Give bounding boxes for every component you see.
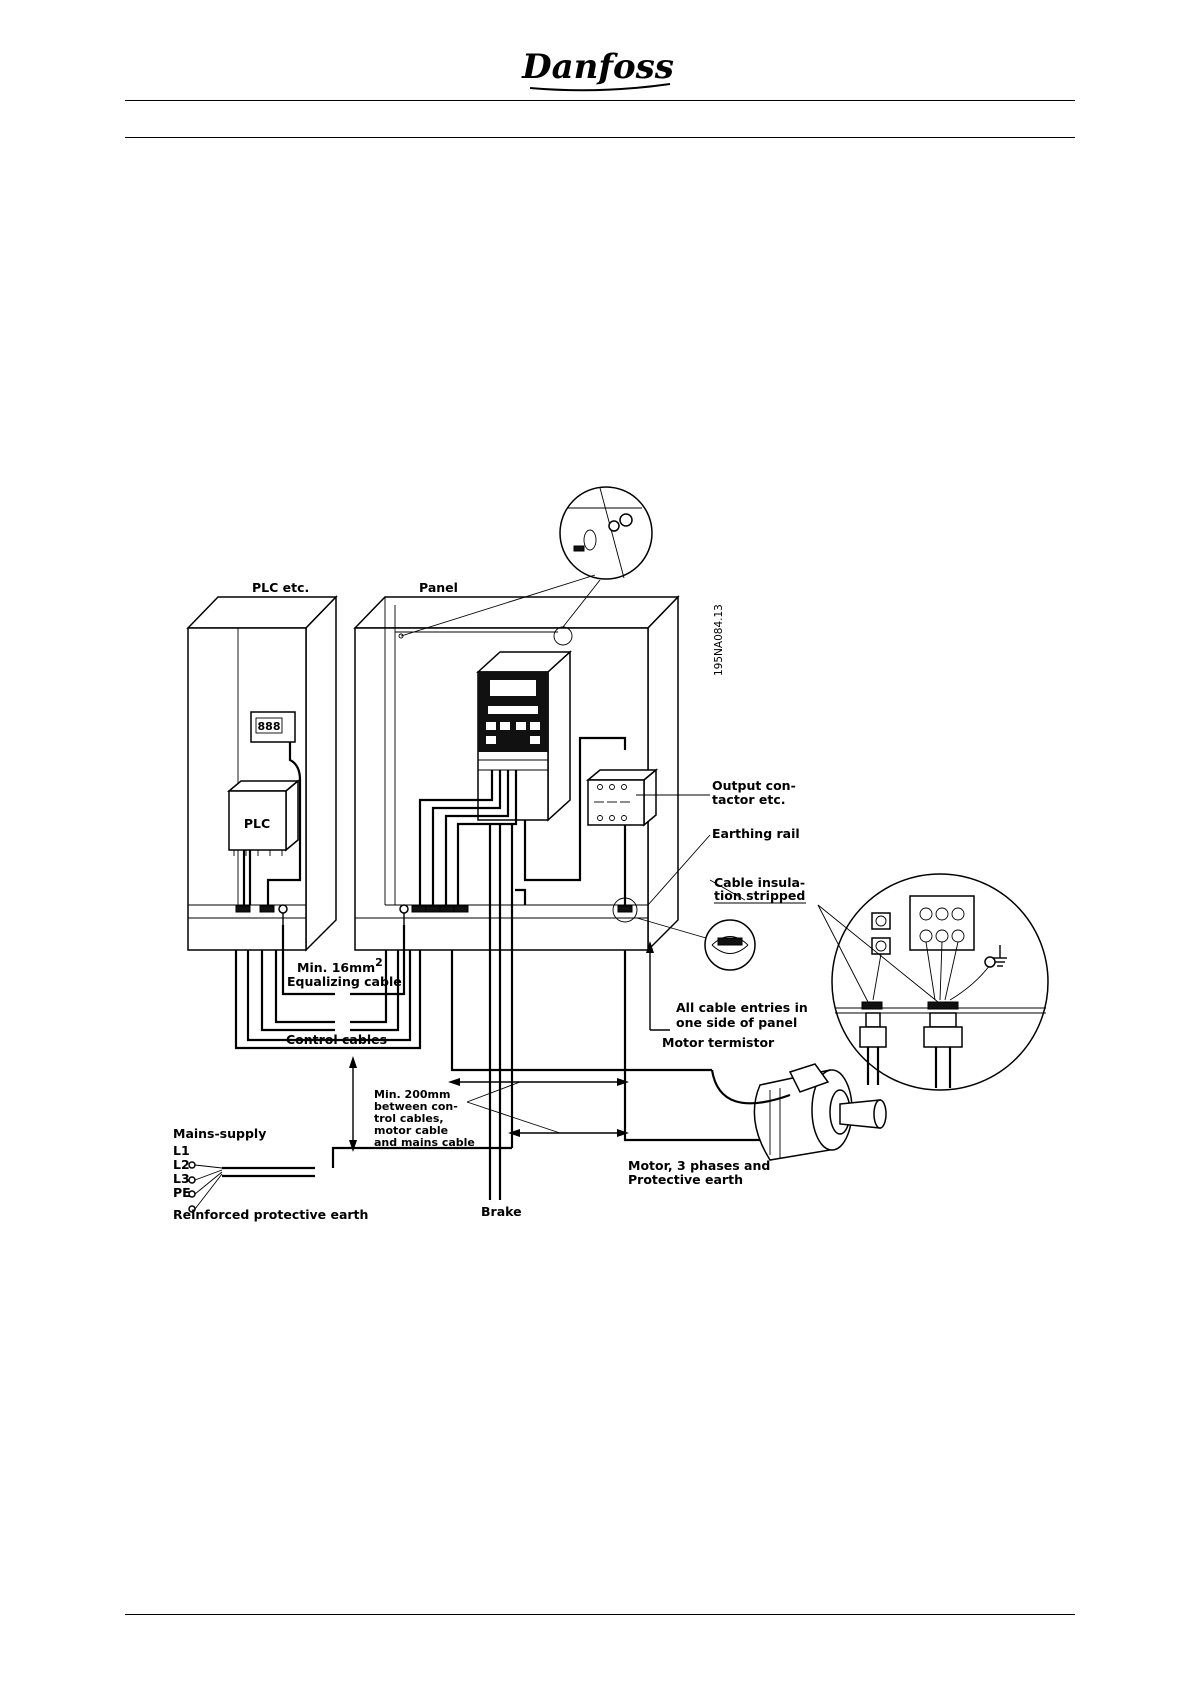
danfoss-logo-text: Danfoss xyxy=(521,47,674,87)
terminal-detail-bubble xyxy=(817,873,1049,1091)
label-pe: PE xyxy=(173,1185,191,1200)
label-plc-etc: PLC etc. xyxy=(252,580,309,595)
label-all-entries-1: All cable entries in xyxy=(676,1000,808,1015)
label-min200-5: and mains cable xyxy=(374,1136,475,1149)
earthing-rail-leader xyxy=(647,834,711,906)
label-control-cables: Control cables xyxy=(286,1032,387,1047)
label-l2: L2 xyxy=(173,1157,190,1172)
label-brake: Brake xyxy=(481,1204,522,1219)
plc-display xyxy=(250,711,296,743)
label-all-entries-2: one side of panel xyxy=(676,1015,797,1030)
label-cable-insulation-2: tion stripped xyxy=(714,888,805,903)
label-equalizing-cable: Equalizing cable xyxy=(287,974,402,989)
label-min200-3: trol cables, xyxy=(374,1112,444,1125)
plc-display-digits: 888 xyxy=(258,720,281,733)
danfoss-logo: Danfoss xyxy=(521,47,674,92)
output-contactor xyxy=(587,779,645,826)
label-min200-1: Min. 200mm xyxy=(374,1088,450,1101)
label-output-contactor-2: tactor etc. xyxy=(712,792,786,807)
label-min200-2: between con- xyxy=(374,1100,458,1113)
label-motor-1: Motor, 3 phases and xyxy=(628,1158,770,1173)
label-min16-1: Min. 16mm2 xyxy=(297,956,383,975)
label-reinforced-earth: Reinforced protective earth xyxy=(173,1207,368,1222)
label-l3: L3 xyxy=(173,1171,190,1186)
panel-cabinet xyxy=(353,595,680,952)
plc-box xyxy=(228,790,287,851)
label-mains-supply: Mains-supply xyxy=(173,1126,266,1141)
label-motor-2: Protective earth xyxy=(628,1172,743,1187)
plc-label: PLC xyxy=(244,816,270,831)
label-cable-insulation-1: Cable insula- xyxy=(714,875,805,890)
label-motor-termistor: Motor termistor xyxy=(662,1035,775,1050)
label-output-contactor-1: Output con- xyxy=(712,778,796,793)
label-earthing-rail: Earthing rail xyxy=(712,826,800,841)
header-rule-top xyxy=(125,100,1075,101)
label-min16-text: Min. 16mm xyxy=(297,960,375,975)
plc-cabinet: 888 PLC xyxy=(186,595,338,952)
label-l1: L1 xyxy=(173,1143,190,1158)
screw-detail-bubble xyxy=(400,486,653,637)
drawing-code: 195NA084.13 xyxy=(713,604,725,676)
header-rule-bottom xyxy=(125,137,1075,138)
label-min16-sup: 2 xyxy=(375,956,383,969)
motor xyxy=(710,1063,887,1161)
insulation-detail xyxy=(636,879,756,971)
external-cabling xyxy=(188,925,801,1213)
label-min200-4: motor cable xyxy=(374,1124,448,1137)
footer-rule xyxy=(125,1614,1075,1615)
label-panel: Panel xyxy=(419,580,458,595)
